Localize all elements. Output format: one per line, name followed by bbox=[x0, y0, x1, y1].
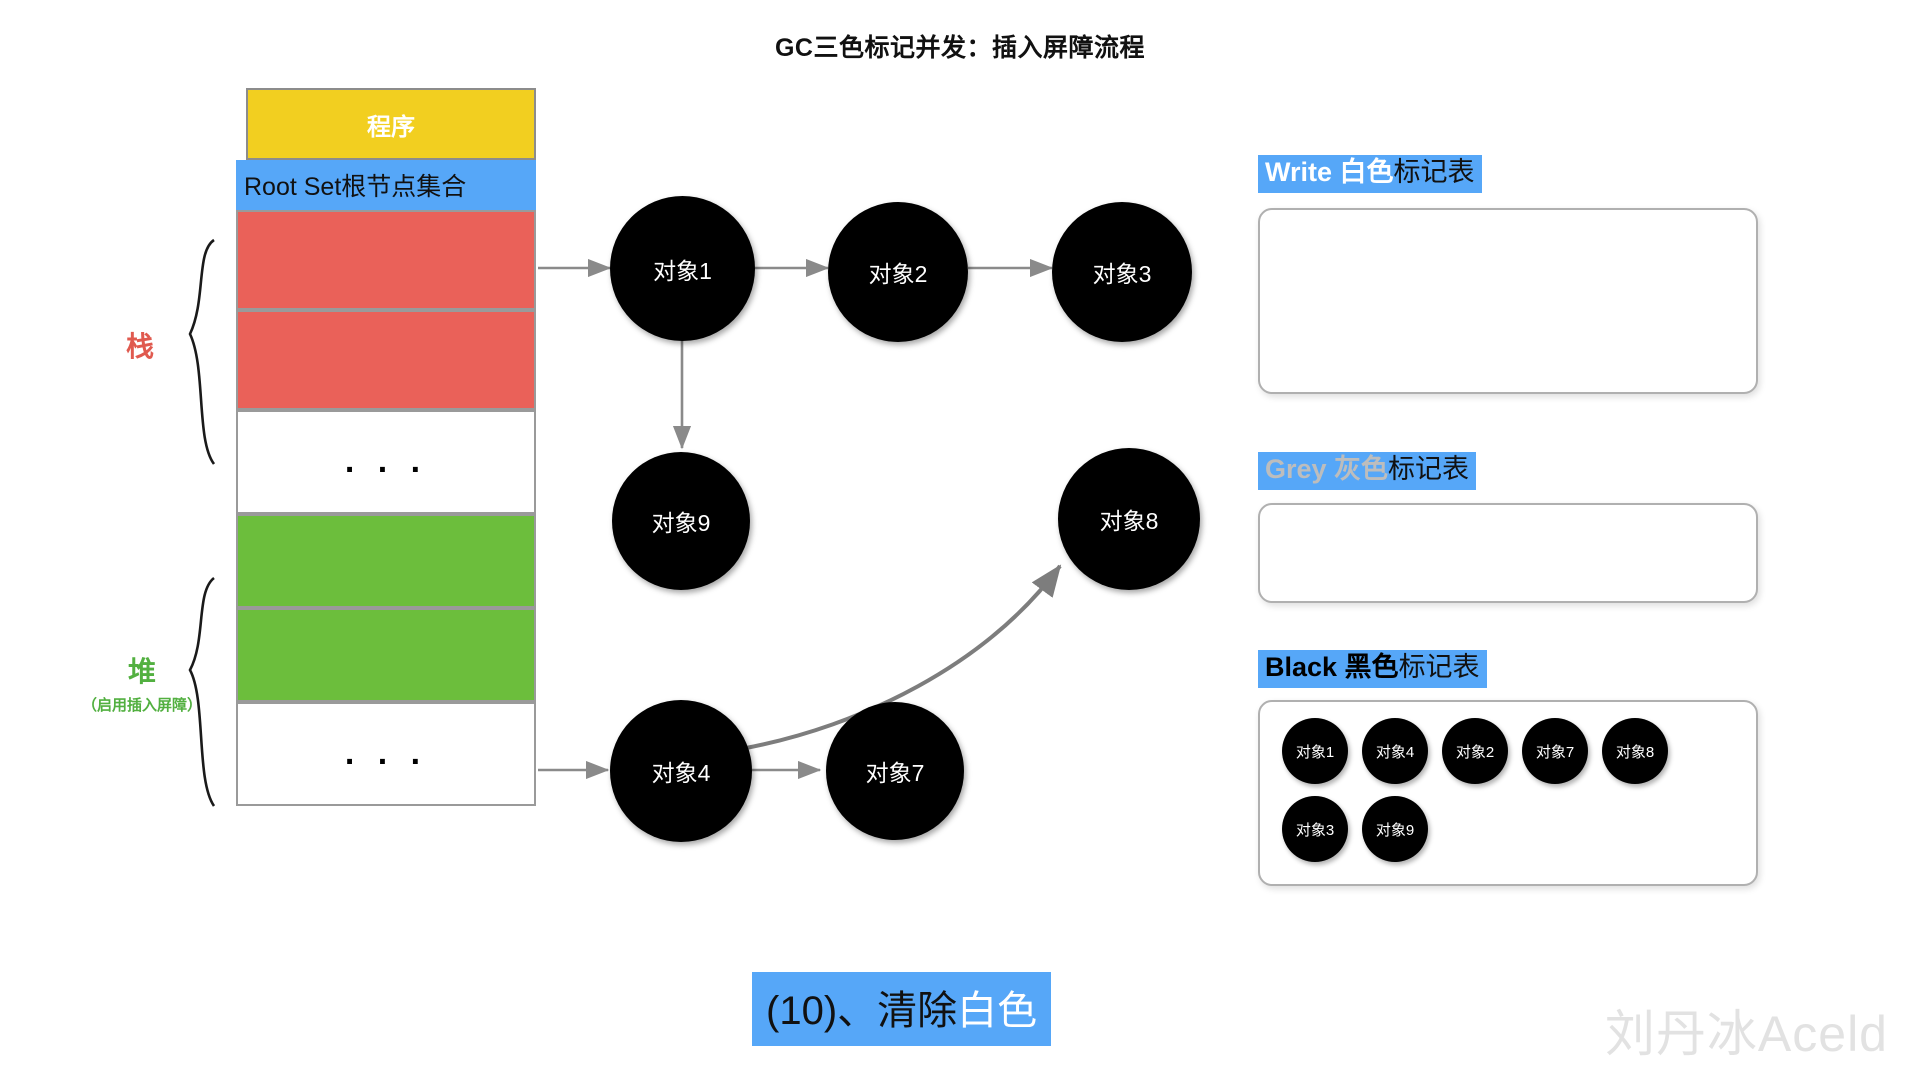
node-label: 对象7 bbox=[865, 760, 925, 786]
memory-cell-root-set: Root Set根节点集合 bbox=[236, 160, 536, 210]
watermark: 刘丹冰Aceld bbox=[1604, 1006, 1888, 1062]
mark-chip-label: 对象8 bbox=[1615, 743, 1655, 761]
node-label: 对象3 bbox=[1092, 261, 1152, 287]
graph-node-obj4[interactable]: 对象4 bbox=[610, 700, 752, 842]
page-title: GC三色标记并发：插入屏障流程 bbox=[774, 34, 1145, 62]
mark-chip-label: 对象4 bbox=[1375, 743, 1415, 761]
memory-column: 程序 Root Set根节点集合 . . . . . . bbox=[236, 88, 536, 806]
graph-node-obj9[interactable]: 对象9 bbox=[612, 452, 750, 590]
mark-chip[interactable]: 对象9 bbox=[1362, 796, 1428, 862]
ellipsis-label: . . . bbox=[344, 442, 428, 481]
grey-table-title-en: Grey 灰色 bbox=[1265, 454, 1389, 484]
black-table-title: Black 黑色标记表 bbox=[1258, 650, 1487, 688]
mark-chip-label: 对象2 bbox=[1455, 743, 1495, 761]
stack-label-text: 栈 bbox=[125, 331, 154, 362]
memory-cell-program: 程序 bbox=[246, 88, 536, 160]
white-table-title-wrap: Write 白色标记表 bbox=[1258, 155, 1482, 193]
grey-table-title-wrap: Grey 灰色标记表 bbox=[1258, 452, 1477, 490]
mark-chip-label: 对象7 bbox=[1535, 743, 1575, 761]
node-label: 对象1 bbox=[653, 257, 712, 284]
grey-table-title: Grey 灰色标记表 bbox=[1258, 452, 1477, 490]
black-table-title-wrap: Black 黑色标记表 bbox=[1258, 650, 1487, 688]
heap-label: 堆 （启用插入屏障） bbox=[62, 650, 222, 715]
caption-highlight: 白色 bbox=[957, 989, 1038, 1033]
mark-chip[interactable]: 对象2 bbox=[1442, 718, 1508, 784]
memory-cell-stack-slot-1 bbox=[236, 210, 536, 310]
node-label: 对象8 bbox=[1099, 508, 1159, 534]
white-table-box[interactable] bbox=[1258, 208, 1758, 394]
graph-node-obj7[interactable]: 对象7 bbox=[826, 702, 964, 840]
white-table-title: Write 白色标记表 bbox=[1258, 155, 1482, 193]
black-table-title-en: Black 黑色 bbox=[1265, 652, 1399, 682]
caption-prefix: (10)、清除 bbox=[766, 989, 958, 1033]
graph-node-obj1[interactable]: 对象1 bbox=[610, 196, 755, 341]
black-table-row: 对象3 对象9 bbox=[1282, 796, 1756, 862]
mark-chip[interactable]: 对象3 bbox=[1282, 796, 1348, 862]
white-table-title-cn: 标记表 bbox=[1393, 157, 1475, 187]
grey-table-box[interactable] bbox=[1258, 503, 1758, 603]
graph-node-obj8[interactable]: 对象8 bbox=[1058, 448, 1200, 590]
black-table-box[interactable]: 对象1 对象4 对象2 对象7 对象8 对象3 对象9 bbox=[1258, 700, 1758, 886]
mark-chip-label: 对象3 bbox=[1295, 821, 1335, 839]
black-table-row: 对象1 对象4 对象2 对象7 对象8 bbox=[1282, 718, 1756, 784]
mark-chip[interactable]: 对象7 bbox=[1522, 718, 1588, 784]
root-set-label: Root Set根节点集合 bbox=[244, 173, 467, 201]
mark-chip-label: 对象1 bbox=[1295, 743, 1335, 761]
node-label: 对象4 bbox=[651, 760, 711, 786]
heap-label-text: 堆 bbox=[127, 656, 156, 687]
program-label: 程序 bbox=[367, 113, 415, 141]
step-caption: (10)、清除白色 bbox=[752, 972, 1052, 1046]
mark-chip[interactable]: 对象1 bbox=[1282, 718, 1348, 784]
heap-label-sub: （启用插入屏障） bbox=[81, 697, 202, 714]
memory-cell-heap-slot-2 bbox=[236, 608, 536, 702]
ellipsis-label: . . . bbox=[344, 734, 428, 773]
stack-label: 栈 bbox=[80, 325, 200, 365]
memory-cell-heap-slot-1 bbox=[236, 514, 536, 608]
mark-chip[interactable]: 对象4 bbox=[1362, 718, 1428, 784]
mark-chip-label: 对象9 bbox=[1375, 821, 1415, 839]
graph-node-obj2[interactable]: 对象2 bbox=[828, 202, 968, 342]
graph-node-obj3[interactable]: 对象3 bbox=[1052, 202, 1192, 342]
memory-cell-heap-gap: . . . bbox=[236, 702, 536, 806]
node-label: 对象9 bbox=[651, 510, 711, 536]
memory-cell-stack-slot-2 bbox=[236, 310, 536, 410]
caption-wrap: (10)、清除白色 bbox=[752, 972, 1052, 1046]
black-table-title-cn: 标记表 bbox=[1398, 652, 1480, 682]
mark-chip[interactable]: 对象8 bbox=[1602, 718, 1668, 784]
memory-cell-stack-gap: . . . bbox=[236, 410, 536, 514]
white-table-title-en: Write 白色 bbox=[1265, 157, 1394, 187]
node-label: 对象2 bbox=[868, 261, 928, 287]
grey-table-title-cn: 标记表 bbox=[1388, 454, 1470, 484]
